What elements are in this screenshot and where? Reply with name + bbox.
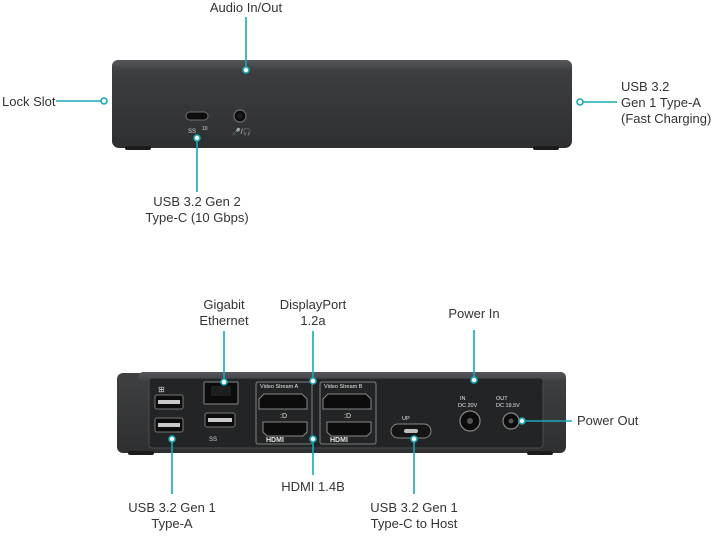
front-dock: SS 10 🎤/🎧 (112, 60, 572, 150)
label-usb-a-fast: USB 3.2 Gen 1 Type-A (Fast Charging) (621, 79, 711, 127)
label-displayport: DisplayPort 1.2a (268, 297, 358, 329)
rear-dock: ⊞ SS Video Stream A :D HDMI Video Stream… (117, 372, 566, 455)
power-out-mark: OUT (496, 396, 508, 402)
label-usb-c-gen2-line1: USB 3.2 Gen 2 (153, 194, 241, 209)
usb-c-host-callout-dot (410, 435, 418, 443)
power-in-pin (467, 418, 473, 424)
hdmi-b-port (326, 421, 372, 437)
usb-c-gen2-port (185, 111, 209, 121)
label-usb-a-line1: USB 3.2 Gen 1 (128, 500, 216, 515)
rear-foot-left (128, 451, 154, 455)
network-icon: ⊞ (158, 385, 165, 394)
label-power-in: Power In (448, 306, 500, 321)
label-usb-a: USB 3.2 Gen 1 Type-A (112, 500, 232, 532)
displayport-a-icon: :D (280, 413, 287, 420)
front-dock-body (112, 60, 572, 148)
label-usb-c-gen2-line2: Type-C (10 Gbps) (145, 210, 249, 225)
label-usb-c-host: USB 3.2 Gen 1 Type-C to Host (354, 500, 474, 532)
usb-a-callout-dot (168, 435, 176, 443)
front-foot-right (533, 146, 559, 150)
ethernet-callout-dot (220, 378, 228, 386)
label-displayport-line2: 1.2a (300, 313, 326, 328)
label-audio: Audio In/Out (209, 0, 283, 15)
up-mark: UP (402, 416, 410, 422)
front-callouts (56, 17, 617, 192)
displayport-b-icon: :D (344, 413, 351, 420)
usb-c-gen2-callout-dot (193, 134, 201, 142)
lock-slot-callout-dot (100, 97, 108, 105)
rear-usb-a-lower-tongue (158, 423, 180, 427)
label-ethernet-line1: Gigabit (203, 297, 245, 312)
hdmi-b-logo: HDMI (330, 437, 348, 444)
displayport-callout-dot (309, 377, 317, 385)
video-stream-b-frame (319, 381, 377, 445)
label-usb-a-fast-line3: (Fast Charging) (621, 111, 712, 126)
power-in-callout-dot (470, 376, 478, 384)
audio-callout-dot (242, 66, 250, 74)
power-out-rating: DC 19.5V (496, 403, 520, 409)
power-out-pin (508, 418, 514, 424)
usb-a-fast-callout-dot (576, 98, 584, 106)
front-foot-left (125, 146, 151, 150)
power-out-callout-dot (518, 417, 526, 425)
label-usb-c-gen2: USB 3.2 Gen 2 Type-C (10 Gbps) (132, 194, 262, 226)
hdmi-a-logo: HDMI (266, 437, 284, 444)
rear-usb-ss-mark: SS (209, 437, 217, 443)
rear-usb-a-upper-tongue (158, 400, 180, 404)
rear-callouts (168, 330, 572, 494)
displayport-a (258, 393, 308, 410)
audio-jack-inner (237, 113, 243, 119)
video-stream-b-label: Video Stream B (324, 384, 363, 390)
label-usb-c-host-line2: Type-C to Host (370, 516, 458, 531)
hdmi-callout-dot (309, 435, 317, 443)
displayport-b (322, 393, 372, 410)
rear-foot-right (527, 451, 553, 455)
label-usb-a-fast-line1: USB 3.2 (621, 79, 670, 94)
ethernet-port-pins (211, 386, 231, 396)
usb-c-speed-mark: 10 (202, 126, 208, 132)
video-stream-a-frame (255, 381, 313, 445)
label-lock-slot: Lock Slot (2, 94, 56, 109)
label-usb-a-line2: Type-A (151, 516, 193, 531)
rear-usb-a-middle-tongue (208, 418, 232, 422)
audio-jack-icon: 🎤/🎧 (232, 127, 252, 136)
power-in-rating: DC 20V (458, 403, 478, 409)
rear-port-panel (148, 377, 544, 449)
label-power-out: Power Out (577, 413, 639, 428)
label-ethernet-line2: Ethernet (199, 313, 249, 328)
front-dock-top-edge (112, 60, 572, 72)
label-displayport-line1: DisplayPort (279, 297, 347, 312)
label-hdmi: HDMI 1.4B (281, 479, 345, 494)
usb-c-host-tongue (404, 429, 418, 433)
video-stream-a-label: Video Stream A (260, 384, 298, 390)
hdmi-a-port (262, 421, 308, 437)
label-usb-a-fast-line2: Gen 1 Type-A (621, 95, 701, 110)
label-usb-c-host-line1: USB 3.2 Gen 1 (370, 500, 458, 515)
label-ethernet: Gigabit Ethernet (184, 297, 264, 329)
usb-c-ss-mark: SS (188, 129, 196, 135)
power-in-mark: IN (460, 396, 466, 402)
